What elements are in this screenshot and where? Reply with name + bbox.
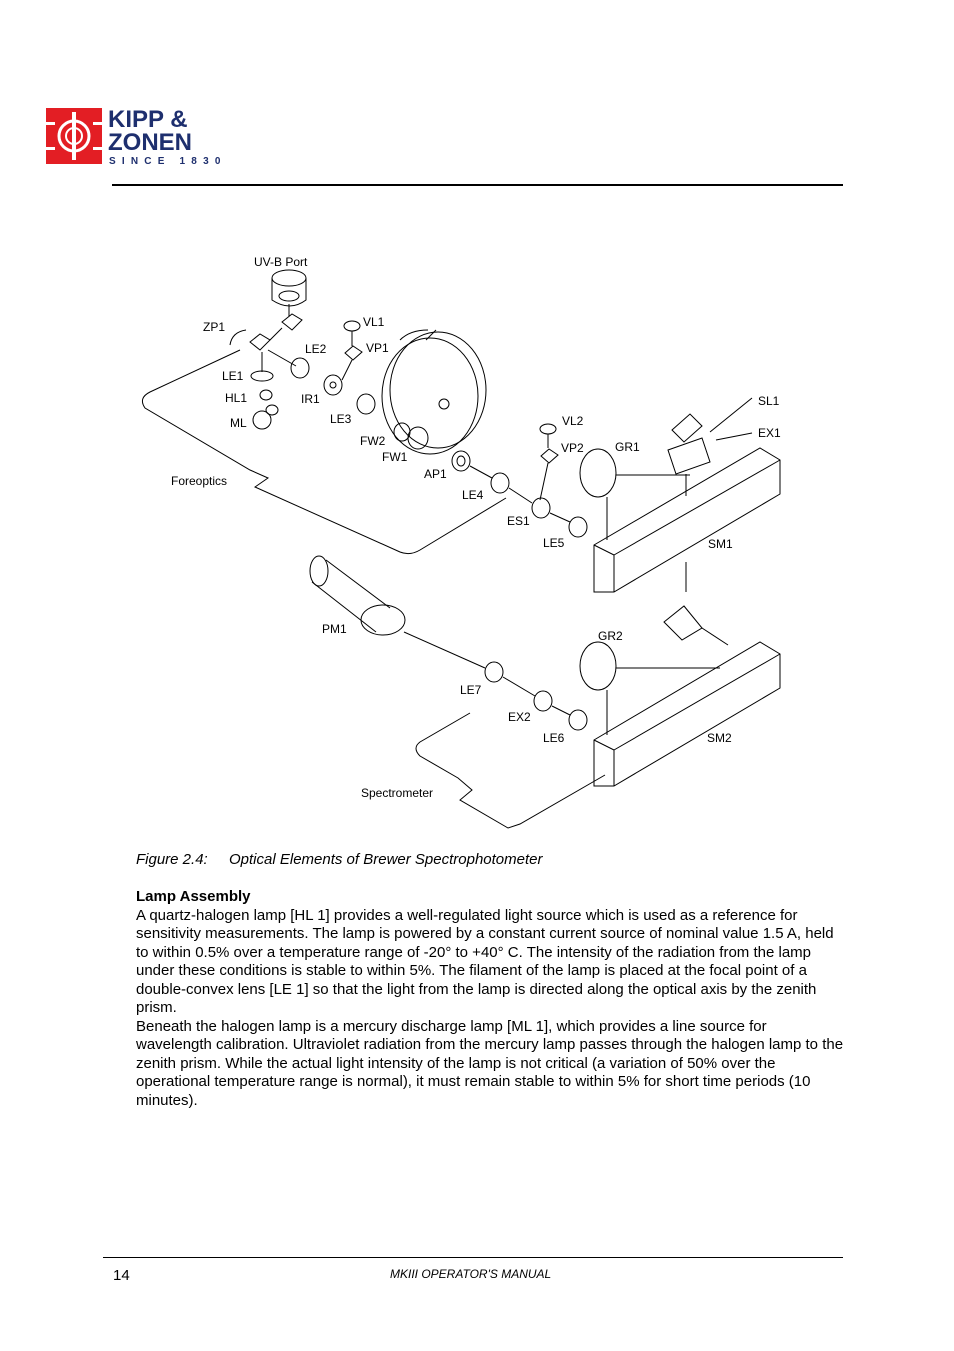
optical-elements-diagram: UV-B Port ZP1 VL1 VP1 LE2 LE1 HL1 IR1 ML… — [141, 255, 781, 829]
label-ml: ML — [230, 416, 247, 430]
label-pm1: PM1 — [322, 622, 347, 636]
section-paragraph-1: A quartz-halogen lamp [HL 1] provides a … — [136, 906, 834, 1017]
label-vp1: VP1 — [366, 341, 389, 355]
label-le1: LE1 — [222, 369, 244, 383]
label-le6: LE6 — [543, 731, 565, 745]
logo-text-line1: KIPP & — [108, 106, 188, 133]
label-ex2: EX2 — [508, 710, 531, 724]
label-vl1: VL1 — [363, 315, 385, 329]
label-le5: LE5 — [543, 536, 565, 550]
label-zp1: ZP1 — [203, 320, 225, 334]
figure-caption: Figure 2.4: Optical Elements of Brewer Sp… — [136, 851, 542, 868]
manual-title: MKIII OPERATOR'S MANUAL — [390, 1267, 552, 1281]
logo-emblem-icon — [46, 108, 102, 164]
label-le4: LE4 — [462, 488, 484, 502]
label-gr2: GR2 — [598, 629, 623, 643]
section-heading: Lamp Assembly — [136, 888, 251, 905]
label-gr1: GR1 — [615, 440, 640, 454]
header-rule — [112, 184, 843, 186]
label-uvb-port: UV-B Port — [254, 255, 308, 269]
footer-rule — [103, 1257, 843, 1258]
label-sm2: SM2 — [707, 731, 732, 745]
spectrometer-outline — [415, 712, 606, 829]
label-ap1: AP1 — [424, 467, 447, 481]
label-ex1: EX1 — [758, 426, 781, 440]
label-le3: LE3 — [330, 412, 352, 426]
logo-text-line2: ZONEN — [108, 129, 192, 156]
label-le7: LE7 — [460, 683, 482, 697]
label-le2: LE2 — [305, 342, 327, 356]
label-ir1: IR1 — [301, 392, 320, 406]
label-spectrometer: Spectrometer — [361, 786, 433, 800]
label-sm1: SM1 — [708, 537, 733, 551]
kipp-zonen-logo: KIPP & ZONEN SINCE 1830 — [46, 108, 236, 168]
label-hl1: HL1 — [225, 391, 247, 405]
label-fw1: FW1 — [382, 450, 408, 464]
section-paragraph-2: Beneath the halogen lamp is a mercury di… — [136, 1017, 844, 1109]
page-number: 14 — [113, 1267, 130, 1284]
label-sl1: SL1 — [758, 394, 780, 408]
figure-number: Figure 2.4: — [136, 851, 208, 868]
figure-title: Optical Elements of Brewer Spectrophotom… — [229, 851, 543, 868]
label-es1: ES1 — [507, 514, 530, 528]
label-foreoptics: Foreoptics — [171, 474, 227, 488]
label-vl2: VL2 — [562, 414, 584, 428]
lamp-assembly-section: Lamp Assembly A quartz-halogen lamp [HL … — [136, 888, 846, 1110]
label-fw2: FW2 — [360, 434, 386, 448]
label-vp2: VP2 — [561, 441, 584, 455]
logo-text-since: SINCE 1830 — [109, 156, 227, 167]
foreoptics-outline — [141, 349, 507, 555]
